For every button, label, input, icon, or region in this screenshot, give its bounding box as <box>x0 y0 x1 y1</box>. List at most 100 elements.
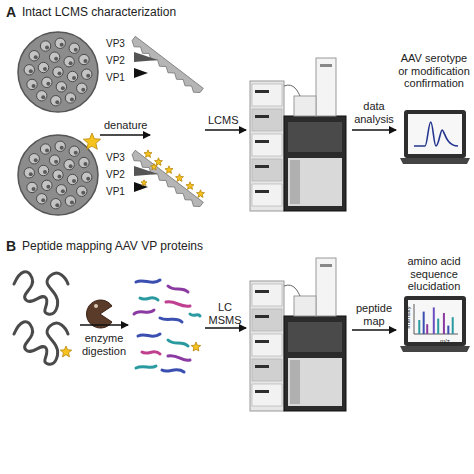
lc-display <box>255 115 269 118</box>
ms-door <box>290 360 300 404</box>
vp-protein-bar <box>132 36 203 92</box>
vp-protein-bar <box>132 150 203 206</box>
capsid-protrusion <box>55 38 65 48</box>
axis-line <box>414 304 415 334</box>
capsid-pore <box>81 88 85 92</box>
capsid-protrusion <box>42 77 52 87</box>
process-arrow <box>352 129 396 130</box>
lc-module <box>252 334 282 356</box>
spectrum-peak <box>423 312 425 334</box>
peptide-fragment <box>168 356 190 361</box>
ms-source <box>294 296 316 316</box>
laptop <box>400 110 470 164</box>
laptop-screen <box>408 114 462 154</box>
protein-label: VP2 <box>106 169 125 181</box>
capsid-pore <box>46 82 50 86</box>
capsid-protrusion <box>67 174 77 184</box>
peptide-fragment <box>136 366 156 368</box>
process-arrow <box>205 327 246 328</box>
laptop <box>400 296 470 352</box>
capsid-pore <box>32 187 36 191</box>
axis-label: m/z <box>440 338 450 345</box>
lc-stack <box>250 81 284 211</box>
capsid-pore <box>45 46 49 50</box>
capsid-protrusion <box>40 144 50 154</box>
capsid-pore <box>34 55 38 59</box>
lc-tubing <box>284 85 300 96</box>
capsid-protrusion <box>69 43 79 53</box>
modification-star <box>197 190 205 198</box>
ms-front <box>288 158 342 206</box>
capsid-pore <box>58 72 62 76</box>
capsid-pore <box>46 185 50 189</box>
modification-star <box>155 158 163 166</box>
capsid-pore <box>55 100 59 104</box>
capsid-protrusion <box>65 93 75 103</box>
lc-display <box>255 365 269 368</box>
modification-star <box>186 182 194 190</box>
peptide-fragment <box>140 298 158 300</box>
peptide-fragment <box>134 310 154 314</box>
capsid-protrusion <box>82 172 92 182</box>
capsid-body <box>18 32 98 112</box>
aav-capsid <box>18 135 98 215</box>
lcms-instrument <box>250 58 346 211</box>
laptop-base <box>400 158 470 164</box>
lc-display <box>255 140 269 143</box>
process-arrow <box>352 329 396 330</box>
vp-protein-chain <box>14 272 68 314</box>
peptide-fragment <box>168 340 188 346</box>
step-label: peptide map <box>350 302 398 327</box>
lcms-instrument <box>250 258 346 411</box>
ms-panel <box>288 322 342 352</box>
capsid-pore <box>83 162 87 166</box>
capsid-protrusion <box>77 186 87 196</box>
modification-star <box>60 346 71 357</box>
capsid-pore <box>58 175 62 179</box>
lc-module <box>252 134 282 156</box>
lc-module <box>252 359 282 381</box>
protease-enzyme <box>87 300 112 328</box>
panel-letter: A <box>6 4 16 20</box>
capsid-protrusion <box>29 51 39 61</box>
capsid-pore <box>60 146 64 150</box>
vp1-marker <box>134 182 148 192</box>
lc-tubing <box>284 285 300 296</box>
capsid-pore <box>32 84 36 88</box>
peptide-fragment <box>166 302 190 307</box>
modification-star <box>165 166 173 174</box>
capsid-pore <box>74 48 78 52</box>
capsid-pore <box>72 179 76 183</box>
capsid-protrusion <box>56 82 66 92</box>
ms-body <box>284 116 346 211</box>
aav-capsid <box>18 32 98 112</box>
ms-body <box>284 316 346 411</box>
protein-label: VP3 <box>106 152 125 164</box>
capsid-protrusion <box>56 185 66 195</box>
capsid-protrusion <box>37 91 47 101</box>
capsid-pore <box>43 170 47 174</box>
spectrum-peak <box>437 319 439 334</box>
lc-module <box>252 159 282 181</box>
axis-label: Intensity <box>405 306 412 328</box>
spectrum-peak <box>443 313 445 334</box>
capsid-pore <box>70 200 74 204</box>
process-arrow <box>100 134 150 135</box>
axis-line <box>414 334 458 335</box>
capsid-protrusion <box>79 157 89 167</box>
capsid-pore <box>41 95 45 99</box>
capsid-protrusion <box>42 180 52 190</box>
capsid-pore <box>86 74 90 78</box>
lc-display <box>255 165 269 168</box>
lc-module <box>252 284 282 306</box>
capsid-pore <box>29 172 33 176</box>
capsid-pore <box>69 164 73 168</box>
capsid-pore <box>45 149 49 153</box>
spectrum-peak <box>452 317 454 334</box>
capsid-protrusion <box>37 194 47 204</box>
panel-title: Intact LCMS characterization <box>22 6 176 20</box>
ms-tower-slot <box>320 264 332 267</box>
laptop-lid <box>404 110 466 158</box>
capsid-pore <box>81 191 85 195</box>
